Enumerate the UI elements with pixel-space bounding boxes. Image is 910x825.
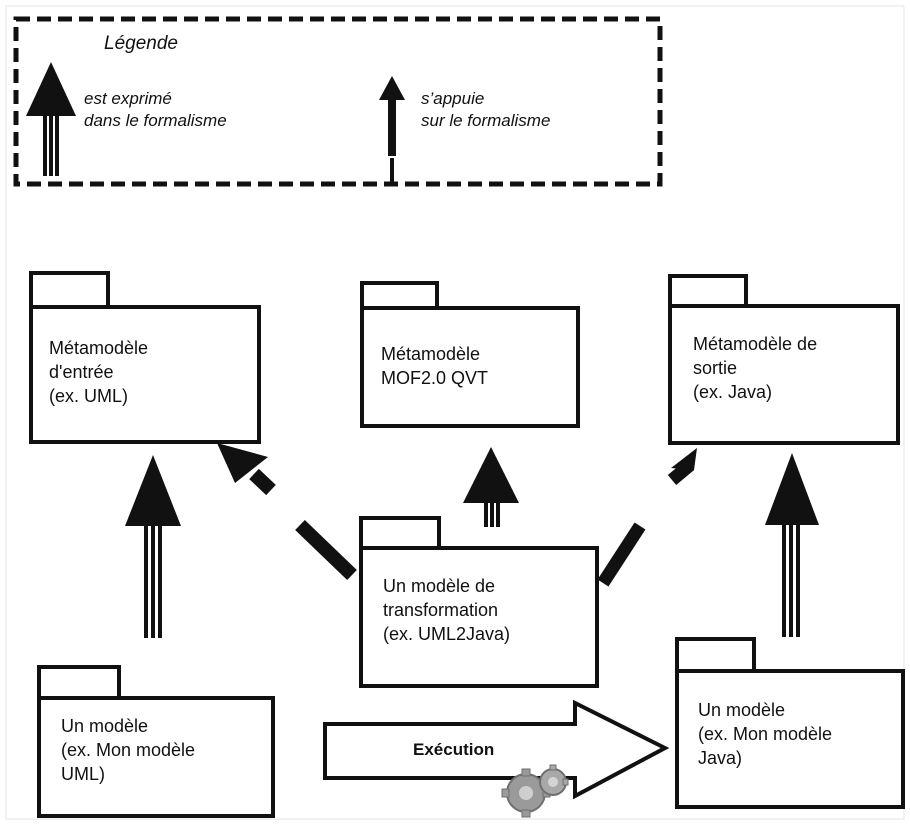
thick-arrow-icon bbox=[379, 76, 405, 156]
execution-label: Exécution bbox=[413, 740, 495, 759]
output-metamodel-line3: (ex. Java) bbox=[693, 382, 773, 402]
qvt-metamodel-line1: Métamodèle bbox=[381, 344, 481, 364]
arrow-target-to-output-metamodel bbox=[765, 453, 819, 637]
input-metamodel-line3: (ex. UML) bbox=[49, 386, 129, 406]
gears-icon bbox=[501, 764, 569, 818]
triple-line-arrow-icon bbox=[26, 62, 76, 176]
target-model-line2: (ex. Mon modèle bbox=[698, 724, 833, 744]
qvt-metamodel-line2: MOF2.0 QVT bbox=[381, 368, 489, 388]
transformation-model-line3: (ex. UML2Java) bbox=[383, 624, 511, 644]
output-metamodel-line2: sortie bbox=[693, 358, 738, 378]
input-metamodel-line1: Métamodèle bbox=[49, 338, 149, 358]
target-model-line3: Java) bbox=[698, 748, 743, 768]
arrow-transformation-to-output-metamodel bbox=[597, 448, 697, 587]
package-input-metamodel bbox=[29, 271, 261, 444]
input-metamodel-line2: d'entrée bbox=[49, 362, 114, 382]
arrow-source-to-input-metamodel bbox=[125, 455, 181, 638]
legend-title: Légende bbox=[104, 33, 178, 54]
package-source-model bbox=[37, 665, 275, 818]
legend-strong-line1: est exprimé bbox=[84, 89, 172, 108]
outer-frame bbox=[5, 5, 905, 820]
source-model-line2: (ex. Mon modèle bbox=[61, 740, 196, 760]
transformation-model-line1: Un modèle de bbox=[383, 576, 496, 596]
execution-arrow bbox=[323, 699, 670, 800]
arrow-transformation-to-input-metamodel bbox=[217, 443, 357, 581]
source-model-line3: UML) bbox=[61, 764, 105, 784]
package-transformation-model bbox=[359, 516, 599, 688]
legend-light-line2: sur le formalisme bbox=[421, 111, 551, 130]
arrow-transformation-to-qvt bbox=[463, 447, 519, 527]
legend-box bbox=[13, 16, 663, 187]
package-qvt-metamodel bbox=[360, 281, 580, 428]
output-metamodel-line1: Métamodèle de bbox=[693, 334, 818, 354]
legend-strong-line2: dans le formalisme bbox=[84, 111, 227, 130]
package-target-model bbox=[675, 637, 905, 809]
transformation-model-line2: transformation bbox=[383, 600, 499, 620]
source-model-line1: Un modèle bbox=[61, 716, 149, 736]
package-output-metamodel bbox=[668, 274, 900, 445]
target-model-line1: Un modèle bbox=[698, 700, 786, 720]
legend-light-line1: s’appuie bbox=[421, 89, 485, 108]
